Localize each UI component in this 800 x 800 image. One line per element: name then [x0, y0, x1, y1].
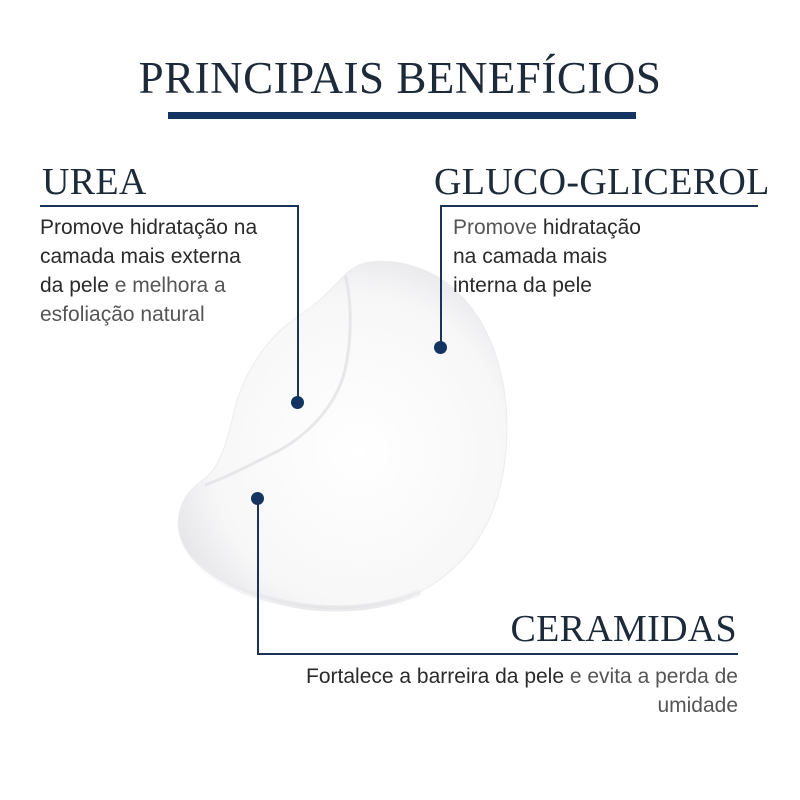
- benefit-description-gluco-glicerol: Promove hidratação na camada mais intern…: [453, 213, 753, 300]
- urea-connector-horizontal: [40, 205, 299, 207]
- urea-marker-dot: [291, 396, 304, 409]
- gluco-desc-light: Promove: [453, 216, 538, 239]
- urea-desc-line: esfoliação natural: [40, 303, 205, 326]
- urea-desc-light: e melhora a: [108, 274, 226, 297]
- ceramidas-desc-light: e evita a perda de: [564, 665, 738, 688]
- urea-desc-line: camada mais externa: [40, 245, 241, 268]
- benefit-description-urea: Promove hidratação na camada mais extern…: [40, 213, 295, 329]
- gluco-desc-emphasis: hidratação: [537, 216, 641, 239]
- title-underline: [168, 112, 636, 119]
- benefit-heading-urea: UREA: [42, 161, 147, 203]
- urea-desc-line: Promove hidratação na: [40, 216, 258, 239]
- gluco-connector-vertical: [440, 205, 442, 346]
- ceramidas-connector-vertical: [257, 498, 259, 655]
- gluco-connector-horizontal: [440, 205, 758, 207]
- ceramidas-connector-horizontal: [257, 653, 738, 655]
- urea-connector-vertical: [297, 205, 299, 401]
- benefit-heading-ceramidas: CERAMIDAS: [510, 608, 737, 650]
- gluco-desc-line: interna da pele: [453, 274, 592, 297]
- page-title: PRINCIPAIS BENEFÍCIOS: [138, 53, 662, 103]
- urea-desc-emphasis: da pele: [40, 274, 109, 297]
- gluco-marker-dot: [434, 341, 447, 354]
- benefit-heading-gluco-glicerol: GLUCO-GLICEROL: [434, 161, 770, 203]
- benefit-description-ceramidas: Fortalece a barreira da pele e evita a p…: [262, 662, 738, 720]
- ceramidas-desc-line: umidade: [657, 694, 738, 717]
- gluco-desc-line: na camada mais: [453, 245, 608, 268]
- ceramidas-desc-emphasis: Fortalece a barreira da pele: [306, 665, 565, 688]
